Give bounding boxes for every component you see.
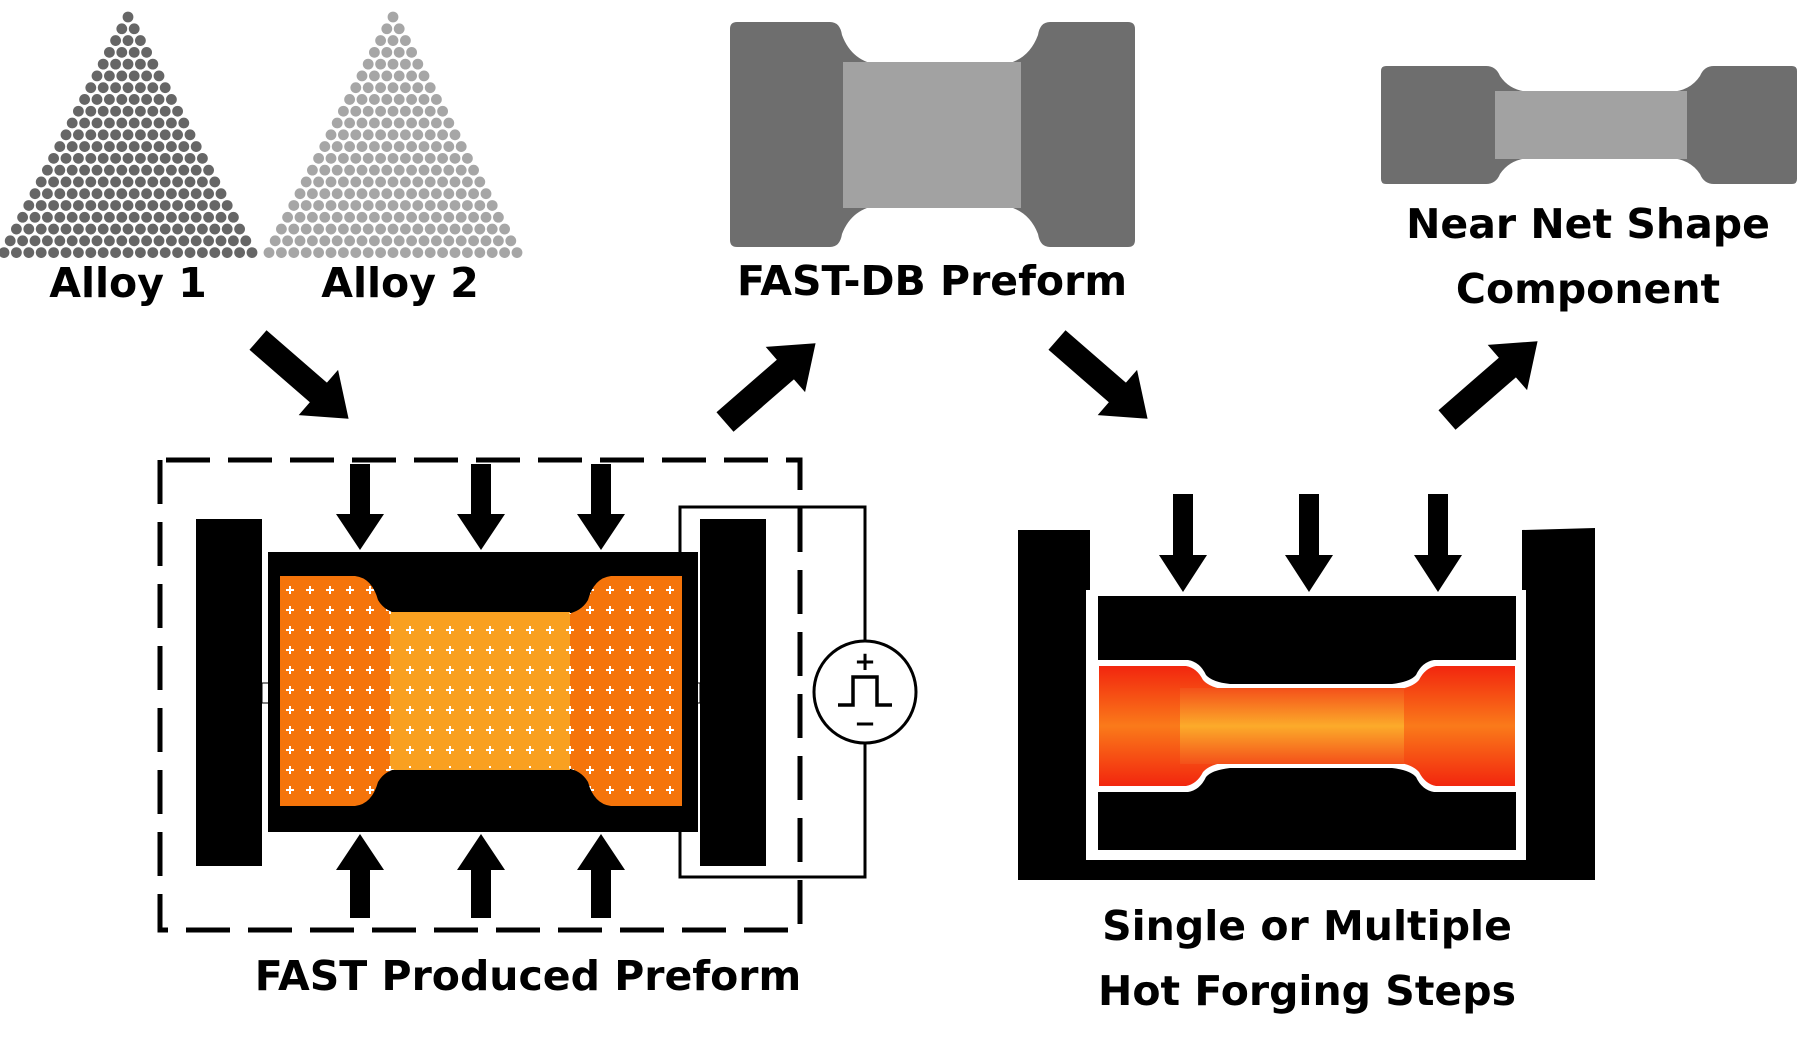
near-net-shape-label-line2: Component [1456, 265, 1720, 313]
flow-arrow-fast-to-preform [716, 343, 816, 432]
fast-db-preform-shape [730, 22, 1135, 247]
forging-label-line2: Hot Forging Steps [1098, 967, 1516, 1015]
alloy2-label: Alloy 2 [321, 259, 479, 307]
right-electrode [700, 519, 766, 866]
left-electrode [196, 519, 262, 866]
fast-produced-preform-label: FAST Produced Preform [255, 952, 802, 1000]
fast-sample-powder [280, 576, 682, 806]
alloy2-powder-pile [263, 11, 523, 258]
alloy1-label: Alloy 1 [49, 259, 207, 307]
flow-arrow-preform-to-forging [1048, 330, 1148, 419]
forging-container [1018, 528, 1595, 880]
hot-forging-press [1018, 494, 1595, 880]
fast-dashed-enclosure [157, 457, 803, 933]
alloy1-powder-pile [0, 11, 258, 258]
near-net-shape-component [1381, 66, 1797, 184]
pulsed-power-source-icon [812, 639, 918, 745]
pulse-waveform-icon [838, 675, 892, 707]
fast-top-pressing-arrows [336, 464, 625, 550]
minus-sign: − [854, 709, 876, 739]
fast-apparatus: + − [157, 457, 918, 933]
flow-arrow-alloys-to-fast [249, 330, 349, 419]
plus-sign: + [854, 647, 876, 677]
forging-pressing-arrows [1159, 494, 1462, 592]
flow-arrow-forging-to-component [1438, 341, 1538, 430]
fast-bottom-pressing-arrows [336, 834, 625, 918]
fast-db-preform-label: FAST-DB Preform [737, 257, 1127, 305]
forging-label-line1: Single or Multiple [1102, 902, 1512, 950]
near-net-shape-label-line1: Near Net Shape [1406, 200, 1770, 248]
